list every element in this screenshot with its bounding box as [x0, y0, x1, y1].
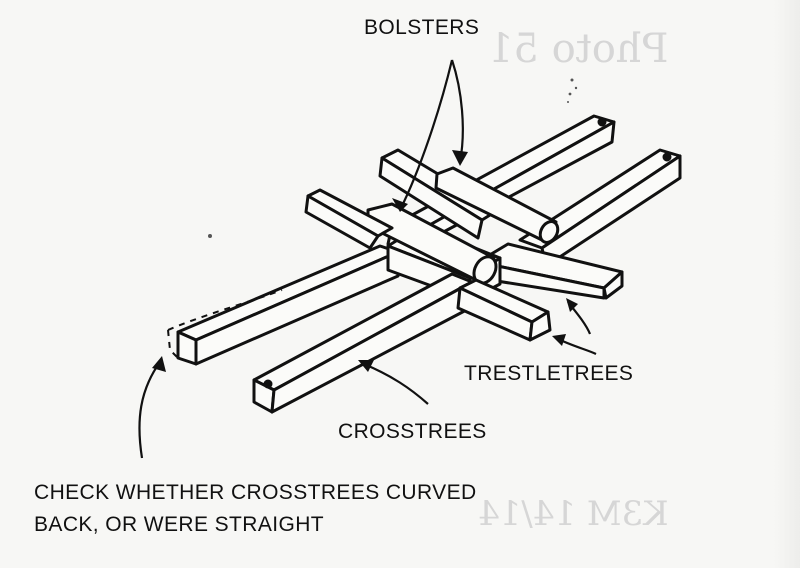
- trestletree-front: [456, 278, 552, 342]
- bolsters-leader-right: [450, 59, 464, 163]
- crosstrees-label: CROSSTREES: [338, 420, 487, 443]
- crosstree-front: [252, 272, 476, 414]
- paper-edge: [774, 0, 800, 568]
- arrowhead-bolster-right: [452, 150, 468, 166]
- arrowhead-check: [152, 356, 166, 372]
- arrowhead-trestle-lower: [552, 334, 566, 346]
- trestletree-left-end: [304, 188, 394, 250]
- bolsters-leader-left: [399, 59, 454, 211]
- arrowhead-trestle-upper: [566, 298, 578, 312]
- curved-alternative-outline: [167, 289, 283, 359]
- bolsters-label: BOLSTERS: [364, 16, 480, 39]
- arrowhead-bolster-left: [392, 198, 408, 212]
- paper-specks: [208, 78, 578, 238]
- bolster-right: [434, 166, 560, 244]
- crosstrees-leader: [363, 362, 429, 405]
- check-note-line1: CHECK WHETHER CROSSTREES CURVED: [34, 481, 477, 504]
- check-note-leader: [138, 361, 161, 459]
- arrowheads: [152, 150, 578, 372]
- crosstree-left: [176, 244, 400, 366]
- arrowhead-crosstrees: [358, 360, 374, 372]
- trestletrees-label: TRESTLETREES: [464, 362, 634, 385]
- check-note-line2: BACK, OR WERE STRAIGHT: [34, 513, 324, 536]
